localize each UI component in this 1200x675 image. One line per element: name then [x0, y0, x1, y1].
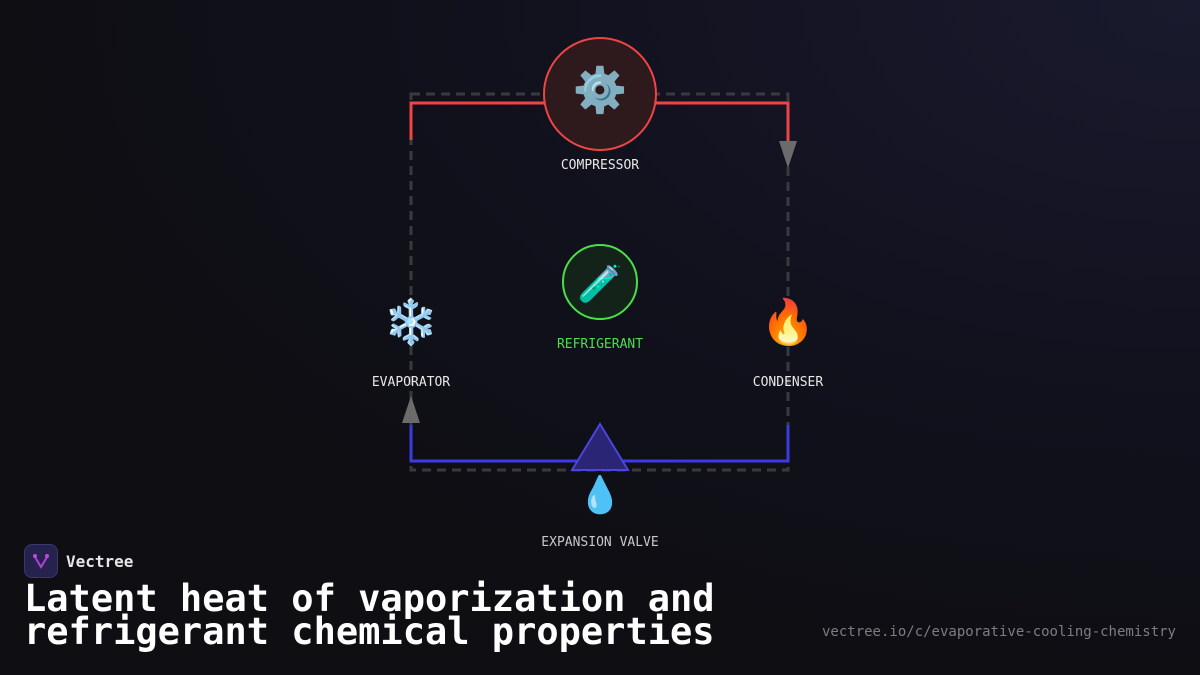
droplet-icon: 💧 [577, 475, 623, 516]
flow-arrow-down [779, 141, 797, 168]
condenser-label: CONDENSER [752, 375, 824, 390]
compressor-node [543, 37, 657, 151]
compressor-label: COMPRESSOR [560, 158, 640, 173]
page-title: Latent heat of vaporization and refriger… [24, 577, 715, 653]
refrigerant-label: REFRIGERANT [556, 337, 644, 352]
flow-arrow-up [402, 396, 420, 423]
snowflake-icon: ❄️ [383, 297, 439, 348]
fire-icon: 🔥 [760, 297, 816, 348]
test-tube-icon: 🧪 [577, 264, 623, 305]
source-url: vectree.io/c/evaporative-cooling-chemist… [821, 624, 1176, 640]
expansion-valve-label: EXPANSION VALVE [541, 535, 659, 550]
brand-name: Vectree [66, 551, 134, 571]
refrigerant-node [562, 244, 638, 320]
evaporator-label: EVAPORATOR [371, 375, 451, 390]
brand: Vectree [24, 544, 133, 578]
gear-icon: ⚙️ [572, 65, 628, 116]
expansion-valve-node [570, 422, 630, 471]
vectree-logo-icon [24, 544, 58, 578]
